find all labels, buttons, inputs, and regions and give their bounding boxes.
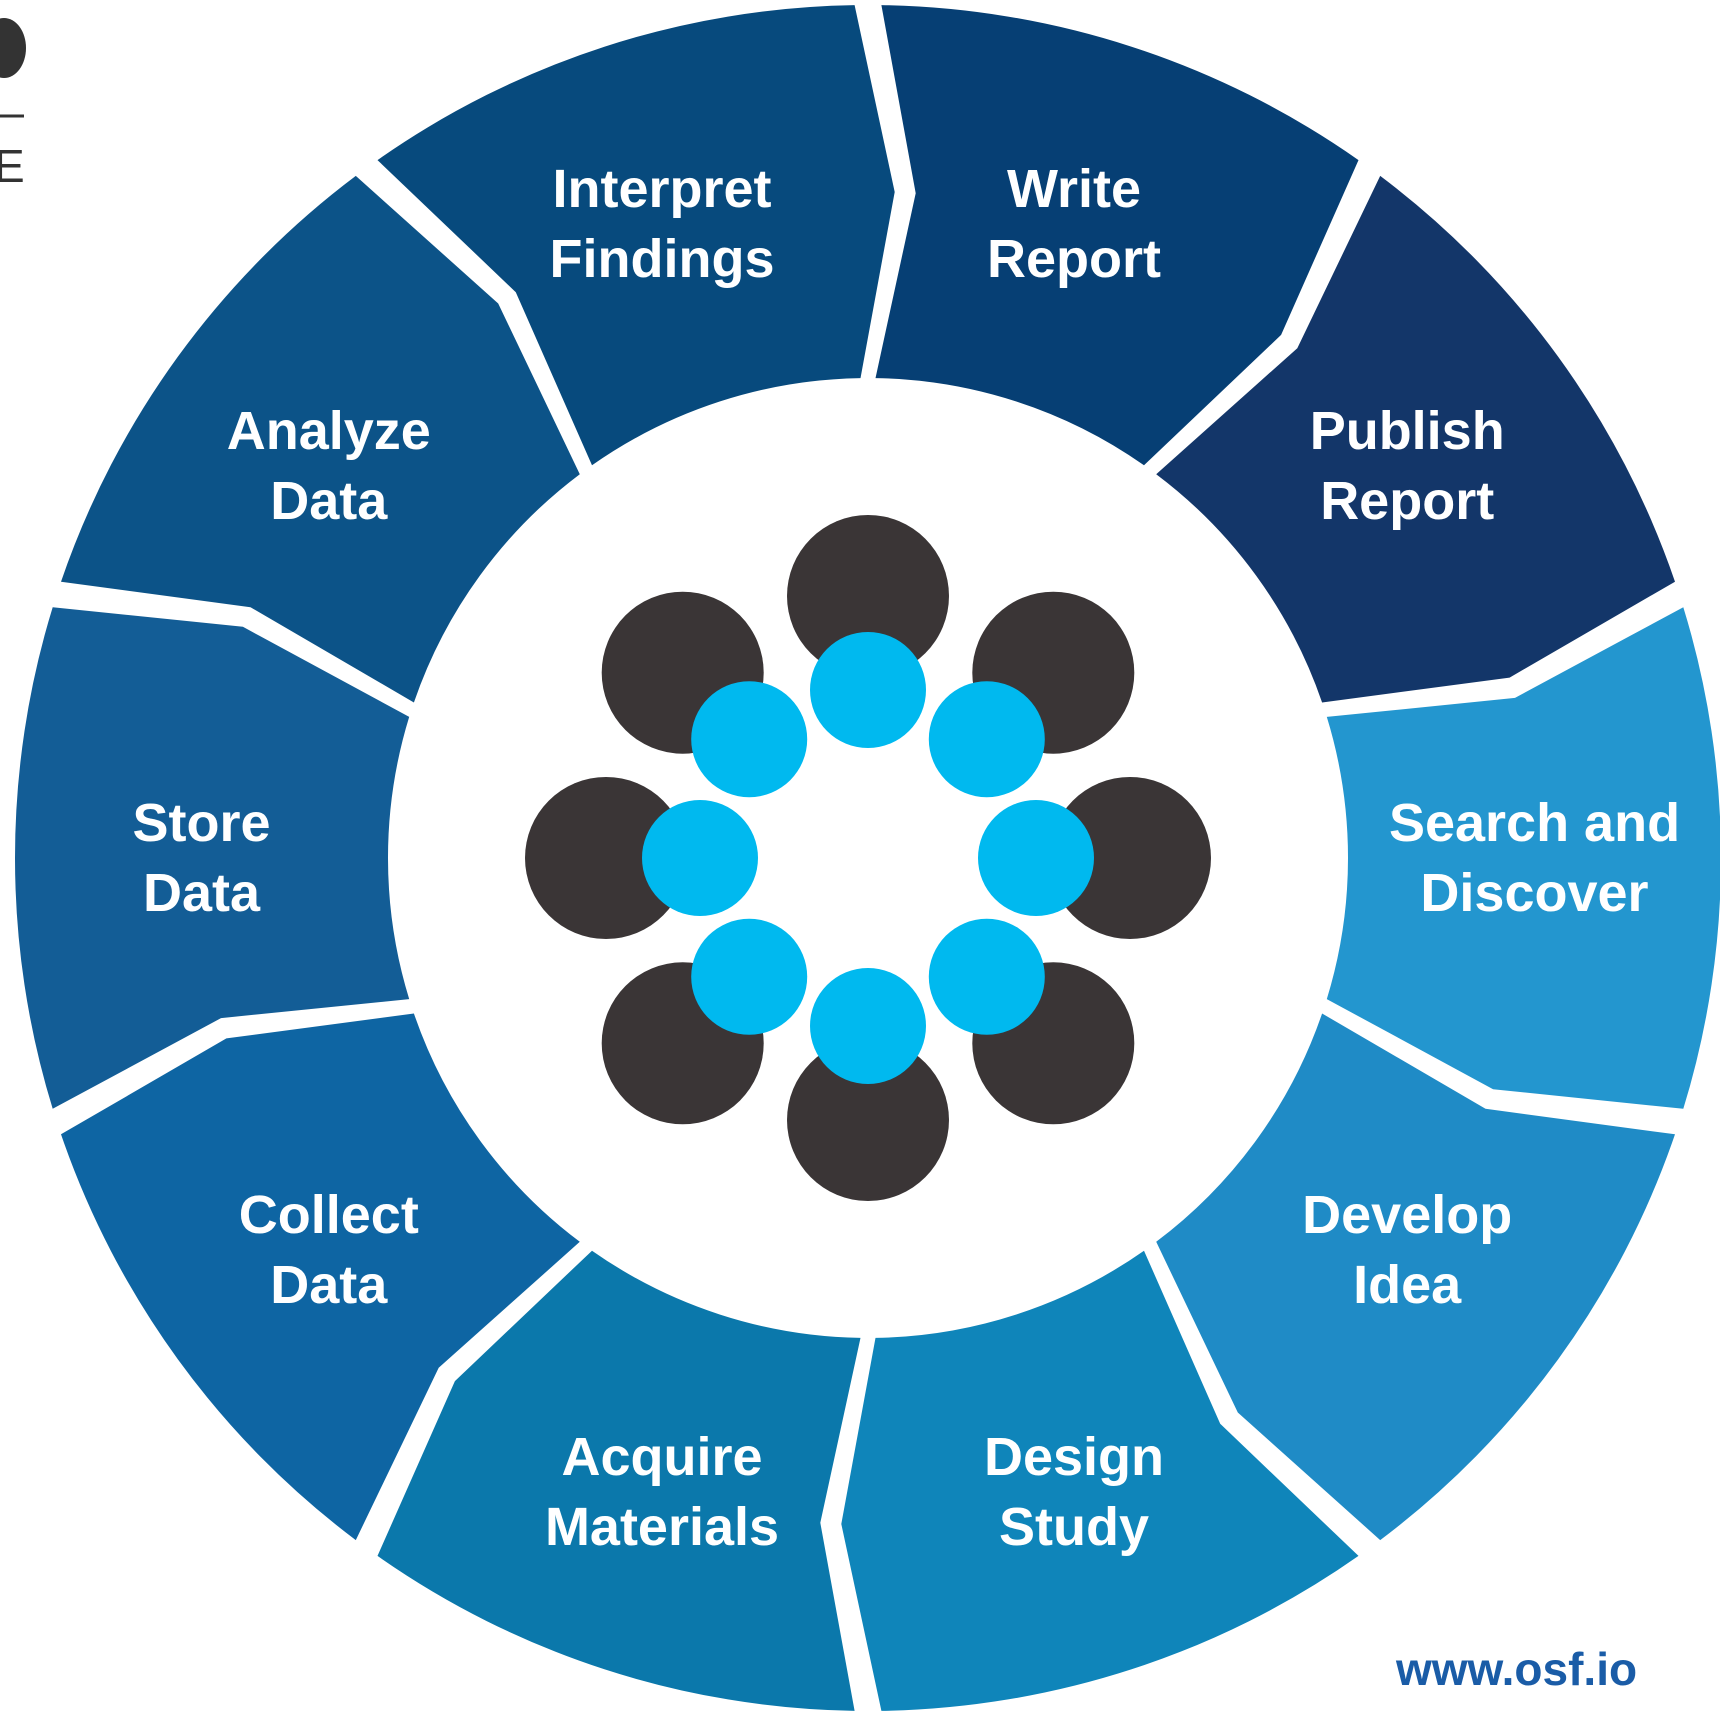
- segment-label-line: Data: [270, 1255, 388, 1315]
- segment-label-line: Data: [143, 863, 261, 923]
- segment-label-line: Findings: [550, 229, 775, 289]
- segment-label-line: Design: [984, 1427, 1164, 1487]
- segment-label-line: Report: [1320, 471, 1494, 531]
- segment-shape: [377, 5, 895, 466]
- segment-label-line: Interpret: [552, 159, 771, 219]
- logo-dark-dot: [787, 515, 949, 677]
- partial-logo: E: [0, 0, 30, 200]
- logo-cyan-dot: [691, 918, 808, 1035]
- segment-label-line: Discover: [1420, 863, 1648, 923]
- segment-shape: [1156, 175, 1675, 703]
- segment-shape: [841, 1250, 1359, 1711]
- segment-label-line: Write: [1007, 159, 1141, 219]
- logo-cyan-dot: [810, 632, 926, 748]
- segment-label-line: Search and: [1389, 793, 1680, 853]
- segment-shape: [1156, 1013, 1675, 1541]
- segment-label-line: Report: [987, 229, 1161, 289]
- logo-dark-dot: [1049, 777, 1211, 939]
- segment-shape: [1326, 607, 1720, 1109]
- footer-url[interactable]: www.osf.io: [1396, 1643, 1638, 1695]
- segment-label-line: Data: [270, 471, 388, 531]
- segment-label-line: Materials: [545, 1497, 779, 1557]
- logo-cyan-dot: [642, 800, 758, 916]
- segment-shape: [61, 1013, 580, 1541]
- corner-logo-letter: E: [0, 140, 25, 192]
- segment-label-line: Publish: [1310, 401, 1505, 461]
- logo-dark-dot: [525, 777, 687, 939]
- segment-label-line: Study: [999, 1497, 1149, 1557]
- segment-shape: [875, 5, 1359, 466]
- segment-label-line: Store: [132, 793, 270, 853]
- segment-label-line: Analyze: [227, 401, 431, 461]
- segment-label-line: Collect: [239, 1185, 419, 1245]
- logo-cyan-dot: [810, 968, 926, 1084]
- segment-shape: [14, 607, 410, 1109]
- segment-shape: [377, 1250, 861, 1711]
- segment-shape: [61, 175, 580, 703]
- segment-label-line: Acquire: [561, 1427, 762, 1487]
- segment-label-line: Develop: [1302, 1185, 1512, 1245]
- logo-cyan-dot: [928, 918, 1045, 1035]
- center-logo: [525, 515, 1211, 1201]
- logo-cyan-dot: [928, 681, 1045, 798]
- segment-label-line: Idea: [1353, 1255, 1462, 1315]
- logo-cyan-dot: [978, 800, 1094, 916]
- logo-cyan-dot: [691, 681, 808, 798]
- logo-dark-dot: [787, 1039, 949, 1201]
